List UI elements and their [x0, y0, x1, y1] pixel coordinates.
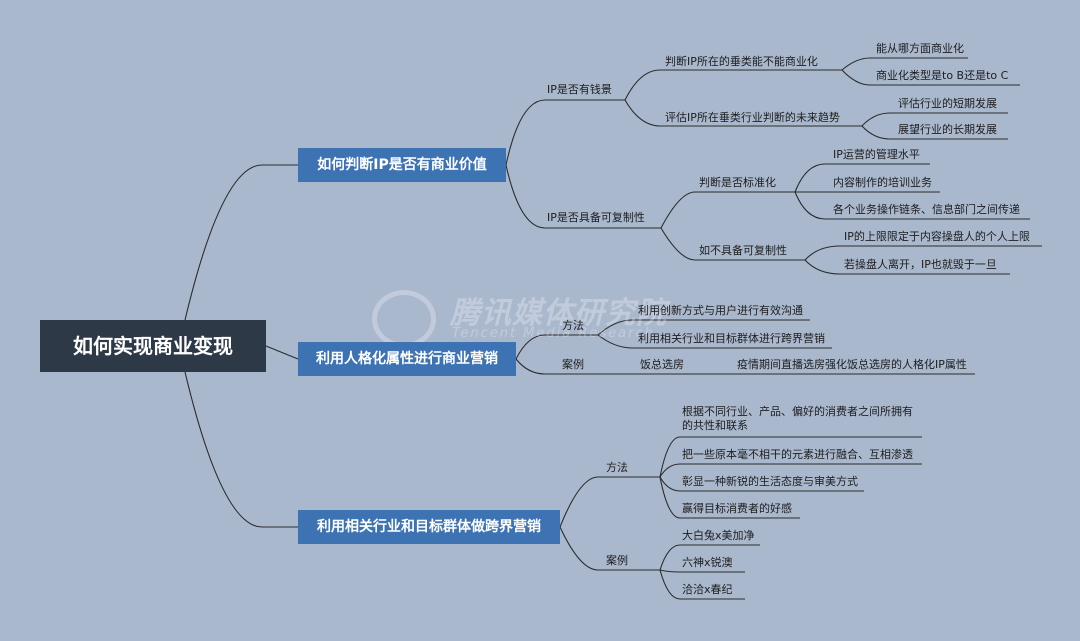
node-method-3[interactable]: 方法	[606, 461, 628, 474]
node-ip-replicable[interactable]: IP是否具备可复制性	[547, 211, 645, 224]
node-not-replicable[interactable]: 如不具备可复制性	[699, 244, 787, 257]
leaf-case-detail[interactable]: 疫情期间直播选房强化饭总选房的人格化IP属性	[737, 358, 967, 371]
node-vertical-commercializable[interactable]: 判断IP所在的垂类能不能商业化	[665, 55, 818, 68]
leaf-management-level[interactable]: IP运营的管理水平	[833, 148, 920, 161]
leaf-short-term[interactable]: 评估行业的短期发展	[898, 97, 997, 110]
leaf-favorability[interactable]: 赢得目标消费者的好感	[682, 502, 792, 515]
branch-crossover-marketing[interactable]: 利用相关行业和目标群体做跨界营销	[298, 510, 560, 544]
watermark-logo-icon	[372, 290, 436, 348]
leaf-long-term[interactable]: 展望行业的长期发展	[898, 123, 997, 136]
leaf-fusion[interactable]: 把一些原本毫不相干的元素进行融合、互相渗透	[682, 448, 913, 461]
root-node[interactable]: 如何实现商业变现	[40, 320, 266, 372]
leaf-commercial-aspect[interactable]: 能从哪方面商业化	[876, 42, 964, 55]
branch-judge-ip-value[interactable]: 如何判断IP是否有商业价值	[298, 148, 506, 182]
leaf-ip-upper-limit[interactable]: IP的上限限定于内容操盘人的个人上限	[844, 230, 1030, 243]
watermark-name: 腾讯媒体研究院	[450, 296, 667, 331]
node-case-3[interactable]: 案例	[606, 554, 628, 567]
watermark: 腾讯媒体研究院 Tencent Media Research	[372, 286, 692, 356]
leaf-case-qiaqia[interactable]: 洽洽x春纪	[682, 583, 733, 596]
leaf-ip-ruined[interactable]: 若操盘人离开，IP也就毁于一旦	[844, 258, 997, 271]
node-ip-money-prospect[interactable]: IP是否有钱景	[547, 83, 612, 96]
leaf-commercial-type[interactable]: 商业化类型是to B还是to C	[876, 69, 1009, 82]
watermark-sub: Tencent Media Research	[452, 326, 655, 341]
leaf-training-business[interactable]: 内容制作的培训业务	[833, 176, 932, 189]
branch-personification-marketing[interactable]: 利用人格化属性进行商业营销	[298, 342, 516, 376]
leaf-commonality[interactable]: 根据不同行业、产品、偏好的消费者之间所拥有的共性和联系	[682, 405, 913, 432]
leaf-crossover-marketing[interactable]: 利用相关行业和目标群体进行跨界营销	[638, 332, 825, 345]
leaf-case-liushen[interactable]: 六神x锐澳	[682, 556, 733, 569]
node-case-name[interactable]: 饭总选房	[640, 358, 684, 371]
node-standardized[interactable]: 判断是否标准化	[699, 176, 776, 189]
leaf-innovative-communication[interactable]: 利用创新方式与用户进行有效沟通	[638, 304, 803, 317]
node-future-trend[interactable]: 评估IP所在垂类行业判断的未来趋势	[665, 111, 840, 124]
node-case[interactable]: 案例	[562, 358, 584, 371]
leaf-chain-transfer[interactable]: 各个业务操作链条、信息部门之间传递	[833, 203, 1020, 216]
leaf-case-white-rabbit[interactable]: 大白兔x美加净	[682, 529, 755, 542]
leaf-new-attitude[interactable]: 彰显一种新锐的生活态度与审美方式	[682, 475, 858, 488]
node-method[interactable]: 方法	[562, 319, 584, 332]
